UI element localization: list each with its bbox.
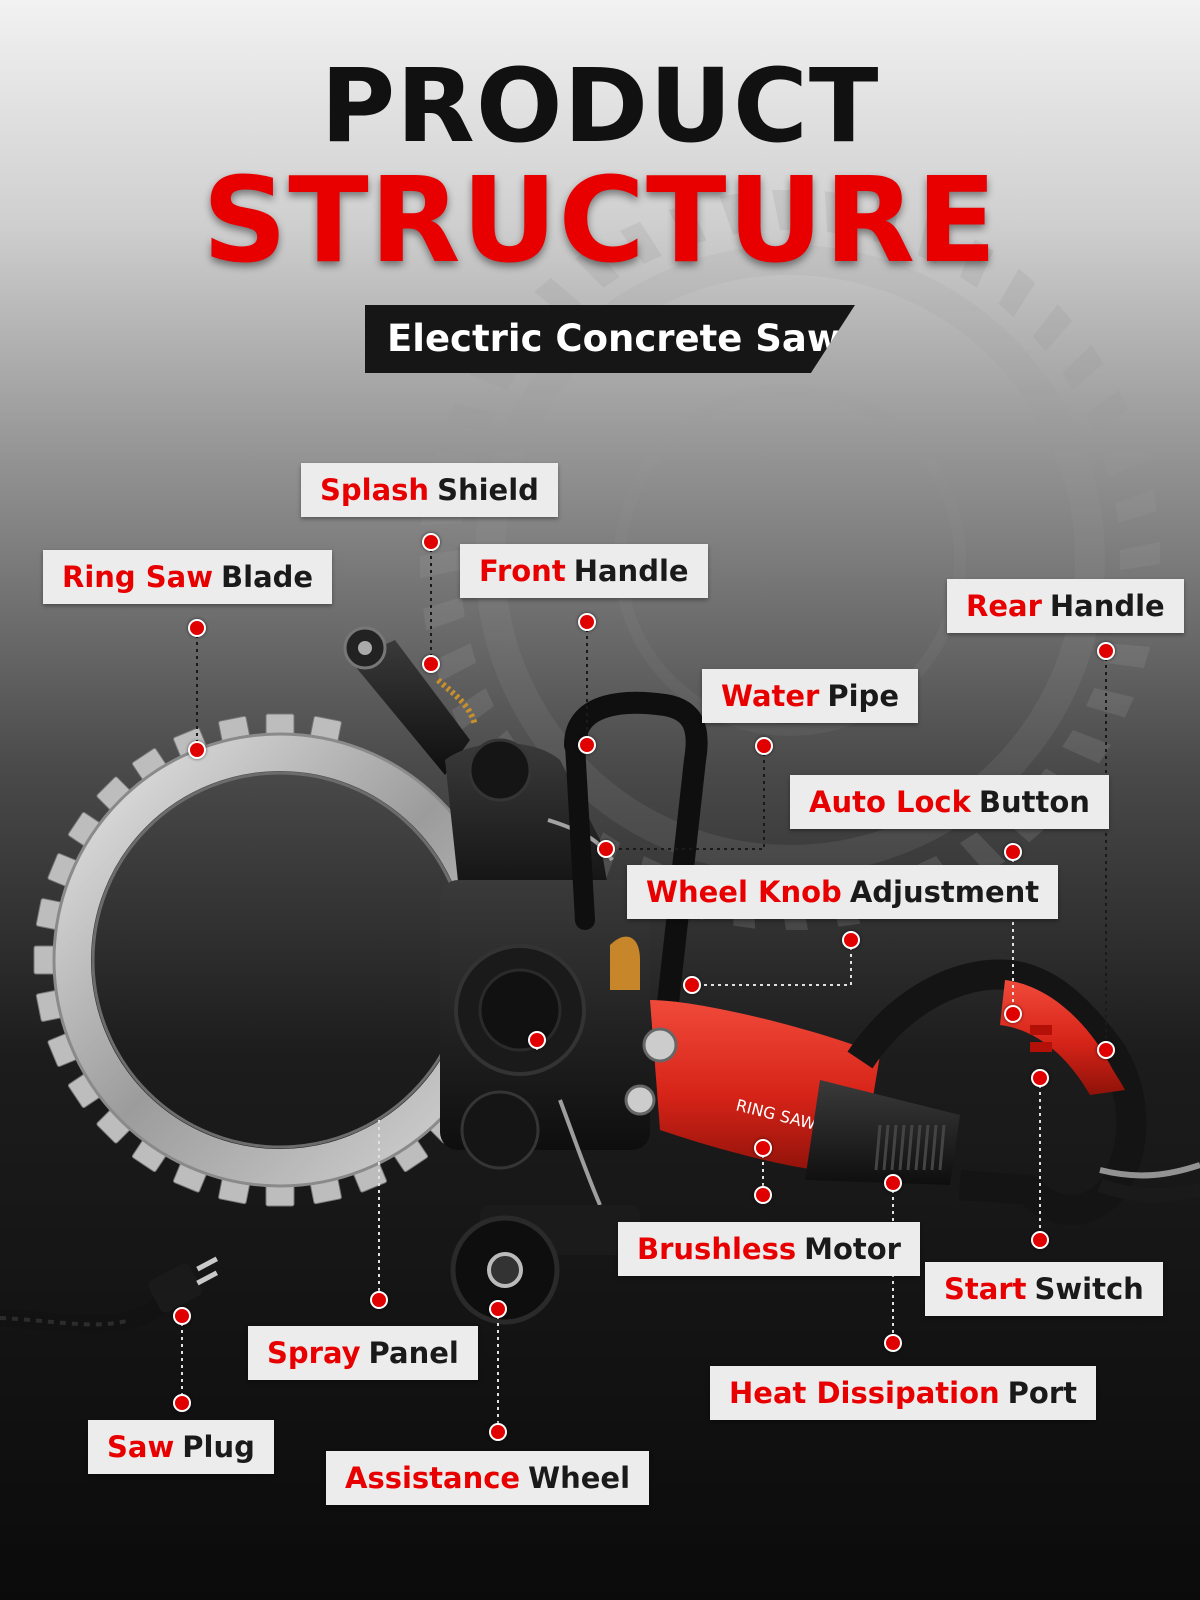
label-red-text: Splash [320,473,430,507]
callout-dot [578,736,596,754]
callout-dot [1004,1005,1022,1023]
label-red-text: Start [944,1272,1027,1306]
callout-dot [1031,1231,1049,1249]
label-dark-text: Plug [182,1430,255,1464]
label-red-text: Rear [966,589,1042,623]
label-red-text: Ring Saw [62,560,214,594]
label-red-text: Brushless [637,1232,797,1266]
callout-dot [188,741,206,759]
label-dark-text: Switch [1034,1272,1144,1306]
callout-dot [370,1291,388,1309]
callout-dot [422,655,440,673]
label-red-text: Saw [107,1430,175,1464]
callout-dot [754,1186,772,1204]
ring-saw-blade-ring [55,735,505,1185]
callout-dot [755,737,773,755]
label-red-text: Heat Dissipation [729,1376,1000,1410]
subtitle-banner: Electric Concrete Saw [365,305,855,373]
label-dark-text: Port [1007,1376,1077,1410]
label-red-text: Wheel Knob [646,875,842,909]
callout-dot [173,1307,191,1325]
label-dark-text: Motor [804,1232,901,1266]
callout-dot [422,533,440,551]
label-dark-text: Shield [437,473,539,507]
callout-dot [884,1174,902,1192]
title-structure: STRUCTURE [202,151,998,289]
label-dark-text: Adjustment [849,875,1040,909]
label-dark-text: Pipe [827,679,899,713]
callout-dot [528,1031,546,1049]
callout-dot [842,931,860,949]
splash-shield-graphic [343,626,478,775]
callout-dot [597,840,615,858]
label-red-text: Assistance [345,1461,521,1495]
callout-dot [578,613,596,631]
label-dark-text: Handle [573,554,689,588]
callout-dot [1031,1069,1049,1087]
callout-dot [1004,843,1022,861]
callout-dot [754,1139,772,1157]
callout-dot [188,619,206,637]
assistance-wheel-graphic [450,1205,640,1325]
label-red-text: Auto Lock [809,785,971,819]
label-dark-text: Wheel [528,1461,631,1495]
label-dark-text: Handle [1049,589,1165,623]
saw-head-body [440,738,650,1170]
subtitle-text: Electric Concrete Saw [387,317,842,360]
callout-dot [884,1334,902,1352]
callout-dot [173,1394,191,1412]
callout-dot [1097,642,1115,660]
label-red-text: Water [721,679,820,713]
label-dark-text: Blade [221,560,314,594]
label-red-text: Spray [267,1336,361,1370]
saw-plug-graphic [148,1256,219,1313]
label-dark-text: Button [978,785,1090,819]
callout-dot [489,1423,507,1441]
label-red-text: Front [479,554,566,588]
label-dark-text: Panel [368,1336,459,1370]
callout-dot [489,1300,507,1318]
motor-rear-vents [805,1080,960,1185]
title-product: PRODUCT [320,47,880,166]
callout-dot [1097,1041,1115,1059]
callout-dot [683,976,701,994]
